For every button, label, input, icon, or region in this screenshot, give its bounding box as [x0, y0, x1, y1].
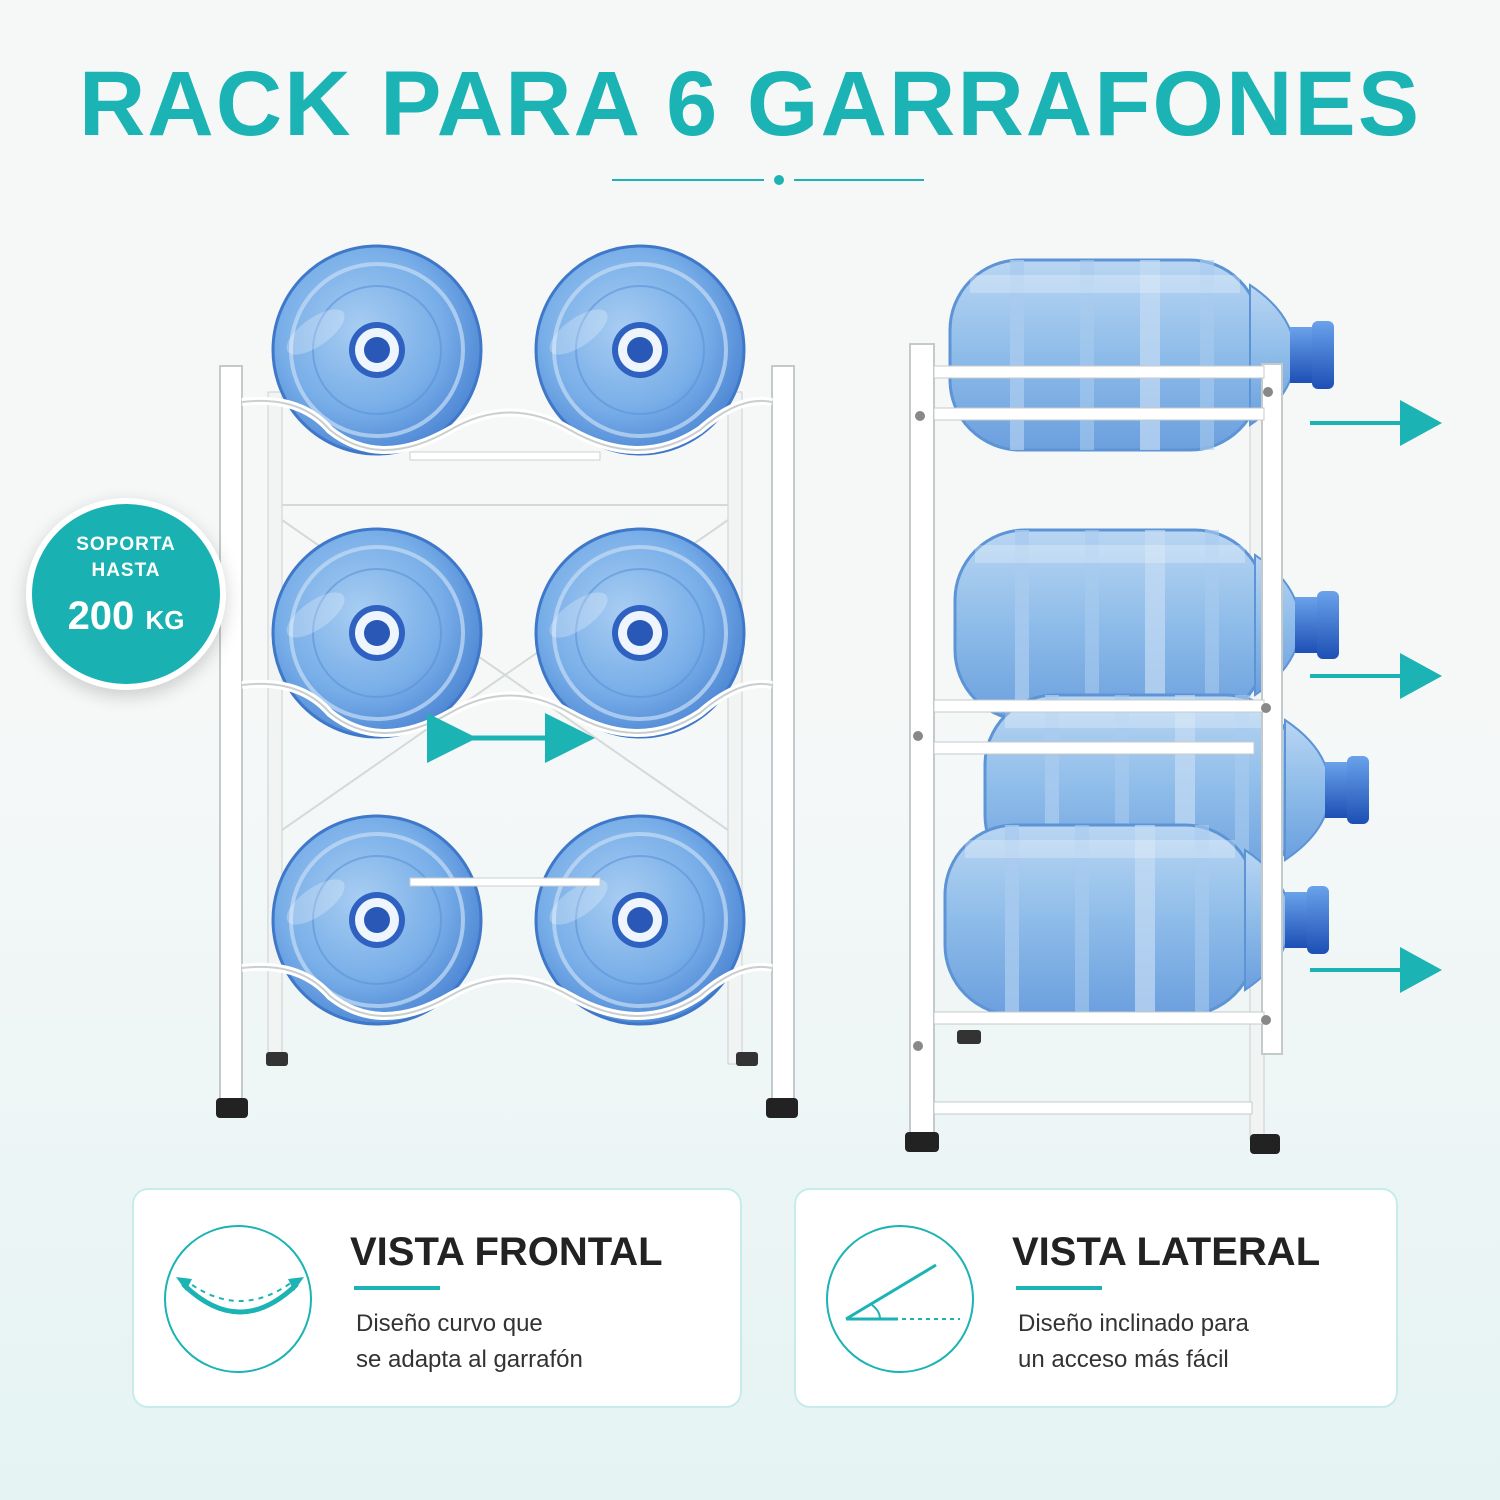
incline-angle-icon [826, 1225, 974, 1373]
badge-unit: KG [145, 605, 185, 635]
card-description: Diseño inclinado para un acceso más fáci… [1018, 1306, 1249, 1378]
side-rack [905, 258, 1442, 1154]
badge-value: 200 KG [32, 594, 220, 639]
card-underline [1016, 1286, 1102, 1290]
card-title: VISTA FRONTAL [350, 1230, 663, 1274]
badge-number: 200 [67, 594, 135, 638]
badge-line-1: SOPORTA [76, 534, 176, 555]
card-desc-line: se adapta al garrafón [356, 1346, 583, 1373]
title-divider [612, 174, 924, 186]
feature-card-side: VISTA LATERAL Diseño inclinado para un a… [794, 1188, 1398, 1408]
curve-cradle-icon [164, 1225, 312, 1373]
capacity-badge: SOPORTA HASTA 200 KG [26, 498, 226, 690]
card-desc-line: Diseño curvo que [356, 1310, 543, 1337]
feature-card-front: VISTA FRONTAL Diseño curvo que se adapta… [132, 1188, 742, 1408]
card-title: VISTA LATERAL [1012, 1230, 1321, 1274]
card-description: Diseño curvo que se adapta al garrafón [356, 1306, 583, 1378]
card-underline [354, 1286, 440, 1290]
page-title: RACK PARA 6 GARRAFONES [78, 53, 1422, 155]
front-rack [216, 244, 798, 1118]
card-desc-line: Diseño inclinado para [1018, 1310, 1249, 1337]
card-desc-line: un acceso más fácil [1018, 1346, 1229, 1373]
badge-line-2: HASTA [91, 560, 161, 581]
